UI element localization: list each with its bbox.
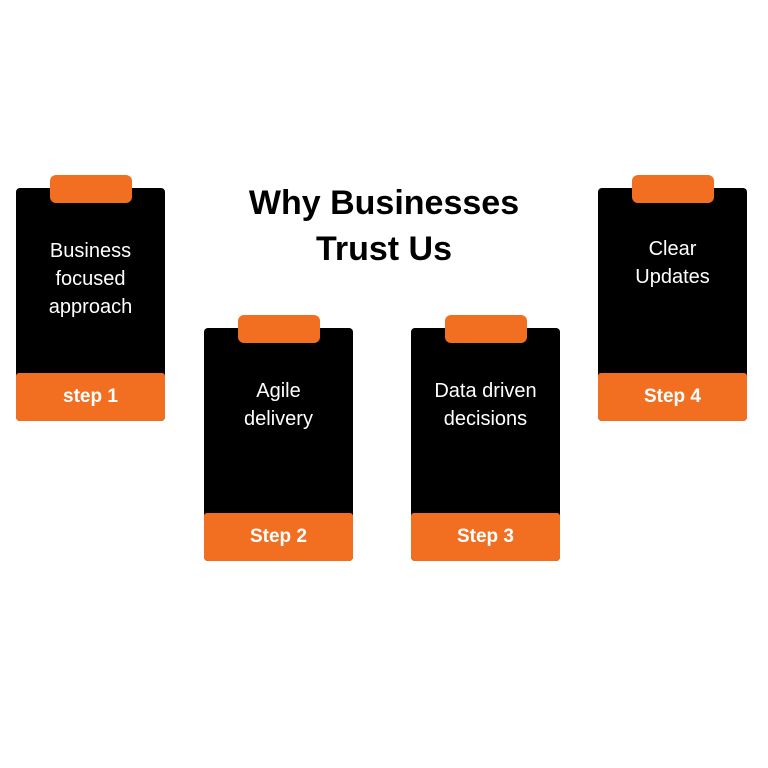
card-tab xyxy=(238,315,320,343)
card-text: Agile delivery xyxy=(244,380,313,430)
step-label: Step 4 xyxy=(598,373,747,421)
card-tab xyxy=(445,315,527,343)
step-label: Step 3 xyxy=(411,513,560,561)
step-label: Step 2 xyxy=(204,513,353,561)
page-title: Why Businesses Trust Us xyxy=(248,184,520,268)
step-card-1: Business focused approach step 1 xyxy=(16,175,165,421)
card-text: Clear Updates xyxy=(635,238,710,288)
card-tab xyxy=(632,175,714,203)
step-card-2: Agile delivery Step 2 xyxy=(204,315,353,561)
card-text: Business focused approach xyxy=(48,240,133,318)
step-card-4: Clear Updates Step 4 xyxy=(598,175,747,421)
card-text: Data driven decisions xyxy=(434,380,537,430)
step-label: step 1 xyxy=(16,373,165,421)
step-card-3: Data driven decisions Step 3 xyxy=(411,315,560,561)
card-tab xyxy=(50,175,132,203)
